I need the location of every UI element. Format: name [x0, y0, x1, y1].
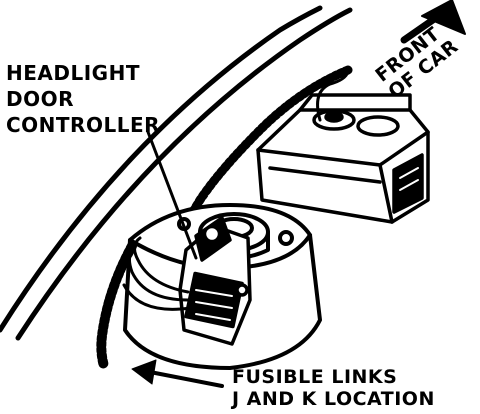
- label-line: HEADLIGHT: [6, 61, 140, 85]
- relay-box: [256, 70, 430, 224]
- headlight-door-controller-label: HEADLIGHT DOOR CONTROLLER: [6, 60, 160, 138]
- controller-bracket: [178, 216, 252, 346]
- controller-leader: [146, 130, 198, 260]
- label-line: CONTROLLER: [6, 113, 161, 137]
- left-conduit: [96, 241, 137, 371]
- fusible-arrow-icon: [131, 359, 224, 388]
- fender-edge: [0, 5, 353, 341]
- fusible-links-label: FUSIBLE LINKS J AND K LOCATION: [232, 366, 435, 410]
- label-line: J AND K LOCATION: [232, 388, 435, 410]
- label-line: FUSIBLE LINKS: [232, 366, 398, 388]
- label-line: DOOR: [6, 87, 75, 111]
- front-arrow-icon: [400, 0, 466, 44]
